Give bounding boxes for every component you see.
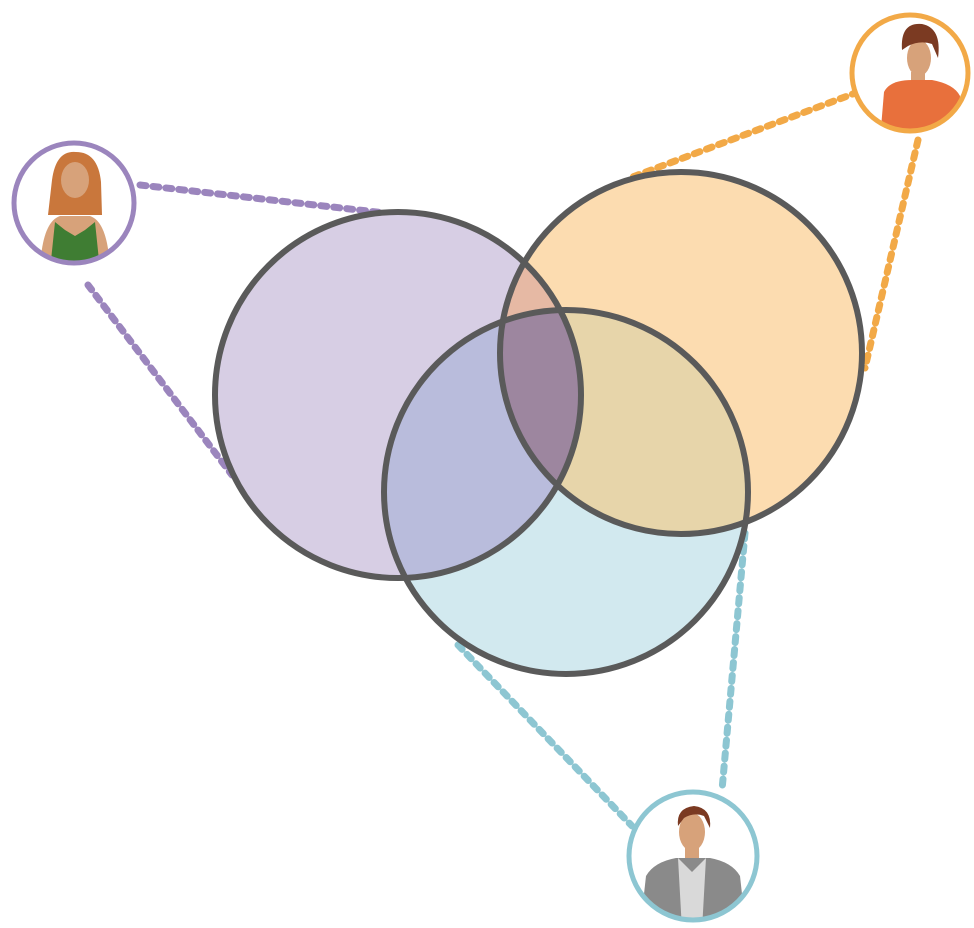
outline-purple [212, 209, 584, 581]
woman-avatar-icon [11, 140, 137, 266]
connector-orange-left [626, 88, 862, 182]
venn-set-outlines [212, 169, 865, 677]
man-avatar-icon [849, 12, 971, 134]
outline-blue [381, 307, 751, 677]
connector-blue-left [454, 641, 636, 830]
connector-woman-top [136, 181, 389, 217]
outline-orange [497, 169, 865, 537]
businessman-avatar-icon [626, 789, 760, 923]
connector-orange-right [861, 136, 922, 372]
connector-blue-right [718, 529, 749, 794]
connector-woman-bottom [84, 281, 236, 479]
venn-set-fills [215, 172, 862, 674]
connector-lines [84, 88, 922, 830]
